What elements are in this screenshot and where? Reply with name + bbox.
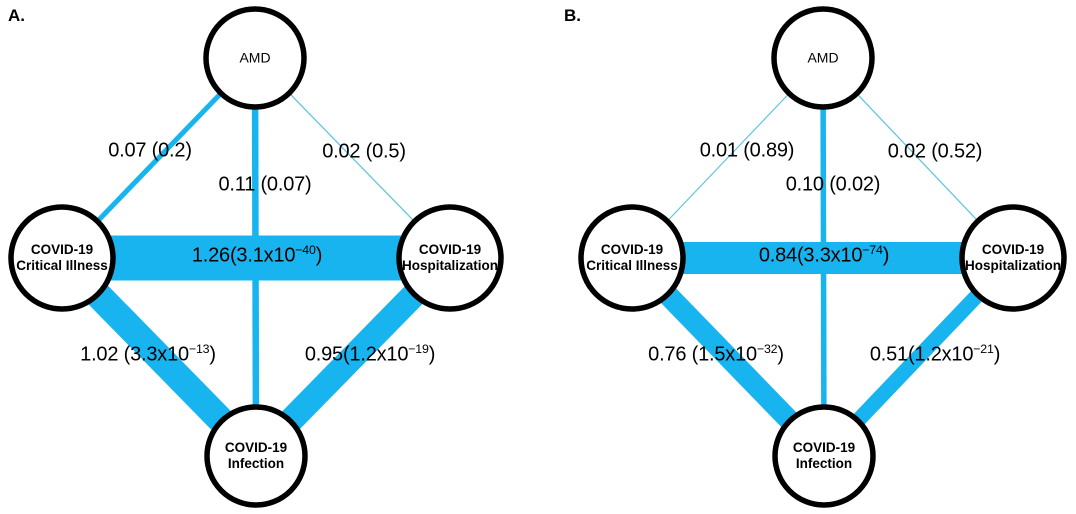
node-a-critical[interactable] (8, 204, 116, 312)
edge-label-mantissa: 0.84(3.3x10 (758, 244, 863, 267)
node-b-amd[interactable] (771, 6, 875, 110)
edge-label-exponent: −19 (408, 341, 429, 356)
panel-label-b: B. (564, 6, 581, 25)
node-a-infection[interactable] (204, 404, 308, 508)
edge-label-a-amd-infection: 0.11 (0.07) (218, 173, 312, 196)
edge-label-paren: ) (428, 343, 436, 366)
edge-label-a-critical-infection: 1.02 (3.3x10−13) (80, 341, 216, 367)
edge-label-a-critical-hosp: 1.26(3.1x10−40) (191, 242, 323, 268)
edge-label-paren: ) (209, 343, 216, 366)
edge-label-paren: ) (777, 343, 784, 366)
edge-label-b-amd-hosp: 0.02 (0.52) (887, 140, 983, 163)
edge-label-exponent: −32 (756, 341, 778, 356)
edge-label-paren: ) (882, 244, 890, 267)
panel-label-a: A. (8, 6, 25, 25)
node-a-amd[interactable] (203, 6, 307, 110)
edge-label-exponent: −13 (188, 341, 210, 356)
edge-label-mantissa: 1.02 (3.3x10 (80, 343, 189, 366)
edge-label-a-amd-hosp: 0.02 (0.5) (322, 140, 406, 163)
node-a-hosp[interactable] (396, 204, 504, 312)
edge-label-mantissa: 1.26(3.1x10 (191, 244, 296, 267)
edge-label-paren: ) (315, 244, 323, 267)
edge-label-mantissa: 0.51(1.2x10 (869, 343, 974, 366)
node-b-critical[interactable] (578, 204, 686, 312)
edge-label-paren: ) (993, 343, 1001, 366)
edge-label-b-critical-hosp: 0.84(3.3x10−74) (758, 242, 890, 268)
edge-label-a-amd-critical: 0.07 (0.2) (108, 139, 192, 162)
edge-label-exponent: −40 (295, 242, 316, 257)
edge-label-b-critical-infection: 0.76 (1.5x10−32) (648, 341, 784, 367)
node-b-infection[interactable] (772, 404, 876, 508)
edge-label-b-amd-infection: 0.10 (0.02) (785, 173, 881, 196)
edge-label-mantissa: 0.76 (1.5x10 (648, 343, 757, 366)
edge-label-b-amd-critical: 0.01 (0.89) (699, 139, 795, 162)
edge-label-exponent: −74 (862, 242, 883, 257)
edge-label-exponent: −21 (973, 341, 994, 356)
node-b-hosp[interactable] (959, 204, 1067, 312)
edge-label-b-hosp-infection: 0.51(1.2x10−21) (869, 341, 1001, 367)
edge-label-a-hosp-infection: 0.95(1.2x10−19) (304, 341, 436, 367)
nodes-layer (8, 6, 1067, 508)
edge-label-mantissa: 0.95(1.2x10 (304, 343, 409, 366)
